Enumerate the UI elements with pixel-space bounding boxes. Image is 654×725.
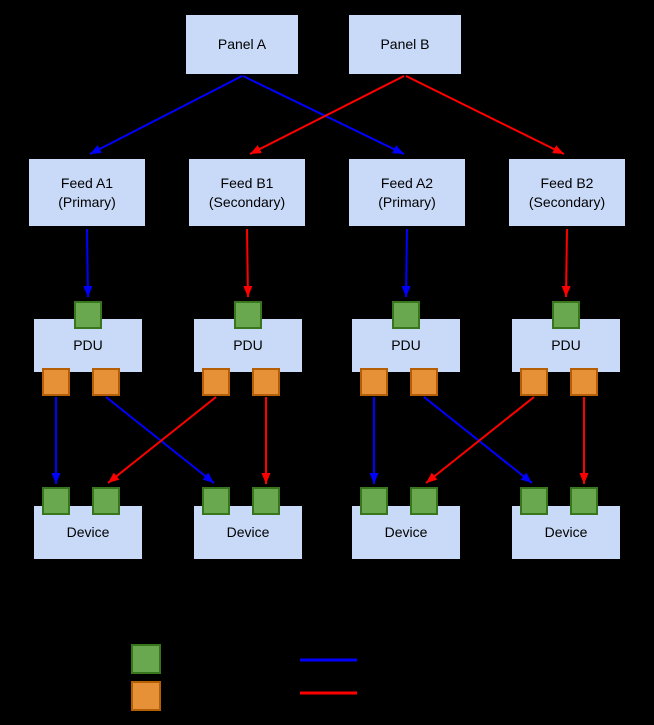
device-1-input-port-right bbox=[92, 487, 120, 515]
arrow-panel-b-to-feed-b1 bbox=[249, 75, 405, 155]
pdu-1-node: PDU bbox=[33, 318, 143, 373]
feed-a1-role: (Primary) bbox=[58, 193, 116, 210]
device-1-label: Device bbox=[66, 524, 110, 541]
arrow-panel-a-to-feed-a2 bbox=[242, 75, 405, 155]
device-2-input-port-left bbox=[202, 487, 230, 515]
pdu-3-output-port-left bbox=[360, 368, 388, 396]
feed-a1-node: Feed A1 (Primary) bbox=[28, 158, 146, 227]
feed-b2-name: Feed B2 bbox=[540, 174, 594, 191]
arrow-feed-b1-to-pdu-2 bbox=[243, 228, 253, 298]
device-3-label: Device bbox=[384, 524, 428, 541]
arrow-pdu-3-to-device-4 bbox=[423, 396, 533, 484]
arrow-feed-b2-to-pdu-4 bbox=[561, 228, 571, 298]
arrow-panel-b-to-feed-b2 bbox=[405, 75, 565, 155]
feed-b1-role: (Secondary) bbox=[208, 193, 286, 210]
panel-b-label: Panel B bbox=[380, 36, 430, 53]
pdu-2-output-port-left bbox=[202, 368, 230, 396]
pdu-1-output-port-right bbox=[92, 368, 120, 396]
feed-a2-role: (Primary) bbox=[378, 193, 436, 210]
arrow-pdu-4-to-device-3 bbox=[425, 396, 535, 484]
pdu-1-label: PDU bbox=[73, 337, 103, 354]
feed-b2-role: (Secondary) bbox=[528, 193, 606, 210]
panel-a-node: Panel A bbox=[185, 14, 299, 75]
device-4-label: Device bbox=[544, 524, 588, 541]
feed-a2-name: Feed A2 bbox=[380, 174, 434, 191]
arrow-panel-a-to-feed-a1 bbox=[89, 75, 243, 155]
pdu-1-input-port bbox=[74, 301, 102, 329]
device-3-input-port-left bbox=[360, 487, 388, 515]
panel-a-label: Panel A bbox=[217, 36, 267, 53]
pdu-4-output-port-right bbox=[570, 368, 598, 396]
device-3-input-port-right bbox=[410, 487, 438, 515]
pdu-3-input-port bbox=[392, 301, 420, 329]
feed-a2-node: Feed A2 (Primary) bbox=[348, 158, 466, 227]
pdu-2-label: PDU bbox=[233, 337, 263, 354]
feed-a1-name: Feed A1 bbox=[60, 174, 114, 191]
arrow-pdu-2-to-device-1 bbox=[107, 396, 217, 484]
legend-output-port-swatch bbox=[131, 681, 161, 711]
device-4-input-port-right bbox=[570, 487, 598, 515]
feed-b2-node: Feed B2 (Secondary) bbox=[508, 158, 626, 227]
arrow-feed-a1-to-pdu-1 bbox=[83, 228, 93, 298]
pdu-3-output-port-right bbox=[410, 368, 438, 396]
pdu-4-label: PDU bbox=[551, 337, 581, 354]
device-2-input-port-right bbox=[252, 487, 280, 515]
arrow-pdu-1-to-device-2 bbox=[105, 396, 215, 484]
feed-b1-node: Feed B1 (Secondary) bbox=[188, 158, 306, 227]
pdu-3-label: PDU bbox=[391, 337, 421, 354]
legend-input-port-swatch bbox=[131, 644, 161, 674]
pdu-2-output-port-right bbox=[252, 368, 280, 396]
pdu-4-output-port-left bbox=[520, 368, 548, 396]
pdu-1-output-port-left bbox=[42, 368, 70, 396]
device-4-input-port-left bbox=[520, 487, 548, 515]
pdu-2-input-port bbox=[234, 301, 262, 329]
panel-b-node: Panel B bbox=[348, 14, 462, 75]
device-1-input-port-left bbox=[42, 487, 70, 515]
pdu-4-input-port bbox=[552, 301, 580, 329]
feed-b1-name: Feed B1 bbox=[220, 174, 274, 191]
arrow-feed-a2-to-pdu-3 bbox=[401, 228, 411, 298]
device-2-label: Device bbox=[226, 524, 270, 541]
